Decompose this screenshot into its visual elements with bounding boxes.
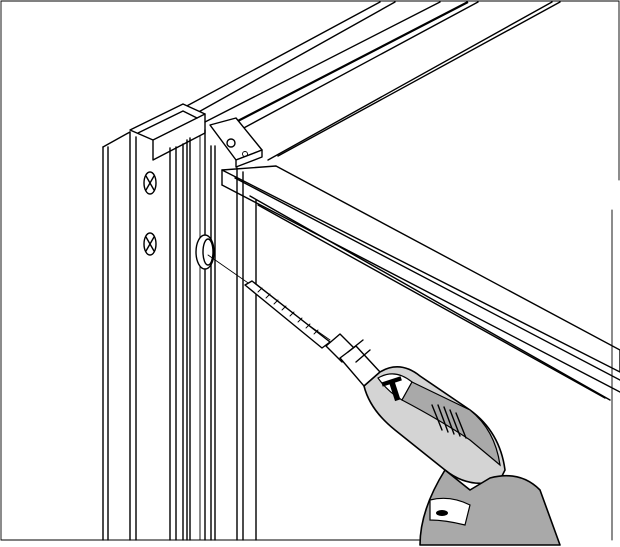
front-rail <box>221 165 620 401</box>
screw-head-icon <box>143 232 157 256</box>
power-drill-icon: T <box>363 366 561 546</box>
vertical-post <box>102 103 257 541</box>
top-rail-back <box>182 1 561 161</box>
drill-bit-icon <box>244 280 331 349</box>
screw-head-icon <box>143 171 157 195</box>
screw-hole-icon <box>195 234 215 270</box>
screw-heads <box>143 171 215 270</box>
corner-bracket <box>209 117 263 168</box>
